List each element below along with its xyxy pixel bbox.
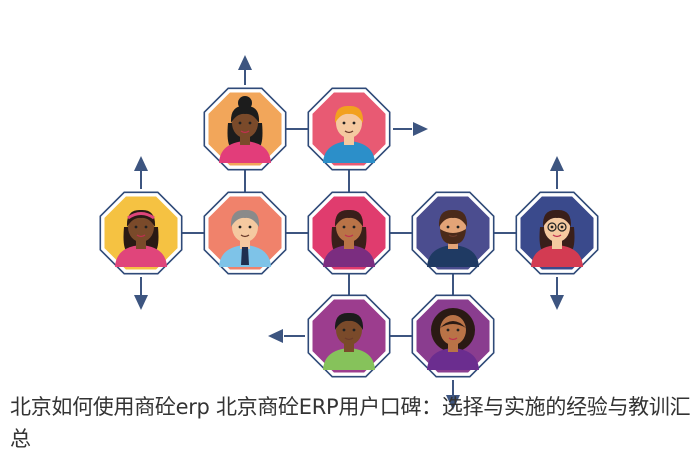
neck-shape bbox=[344, 135, 354, 145]
mouth-shape bbox=[240, 130, 250, 134]
face-shape bbox=[232, 108, 258, 138]
glasses-icon bbox=[557, 222, 567, 232]
shirt-shape bbox=[323, 348, 375, 370]
glasses-icon bbox=[547, 222, 557, 232]
face-shape bbox=[128, 212, 154, 242]
eye-shape bbox=[248, 121, 252, 125]
tie-icon bbox=[241, 247, 249, 265]
node-man-blond bbox=[307, 87, 391, 171]
node-woman-glasses bbox=[515, 191, 599, 275]
neck-shape bbox=[344, 239, 354, 249]
hair-top-shape bbox=[334, 105, 364, 123]
face-shape bbox=[336, 108, 362, 138]
hair-top-shape bbox=[438, 209, 468, 227]
neck-shape bbox=[448, 342, 458, 352]
eye-shape bbox=[446, 328, 450, 332]
arrow-up-icon bbox=[238, 55, 252, 70]
eye-shape bbox=[248, 225, 252, 229]
shirt-shape bbox=[323, 245, 375, 267]
mouth-shape bbox=[344, 234, 354, 238]
eye-shape bbox=[550, 225, 554, 229]
hair-top-shape bbox=[230, 105, 260, 123]
shirt-shape bbox=[219, 141, 271, 163]
node-woman-headband bbox=[99, 191, 183, 275]
arrow-heads bbox=[134, 55, 564, 410]
person-nodes bbox=[99, 87, 599, 378]
arrow-up-icon bbox=[134, 156, 148, 171]
shirt-shape bbox=[323, 141, 375, 163]
node-woman-braid bbox=[203, 87, 287, 171]
mouth-shape bbox=[344, 130, 354, 134]
node-woman-center bbox=[307, 191, 391, 275]
neck-shape bbox=[240, 135, 250, 145]
eye-shape bbox=[238, 121, 242, 125]
eye-shape bbox=[352, 121, 356, 125]
eye-shape bbox=[342, 121, 346, 125]
eye-shape bbox=[446, 225, 450, 229]
hair-top-shape bbox=[542, 209, 572, 227]
mouth-shape bbox=[240, 234, 250, 238]
eye-shape bbox=[144, 225, 148, 229]
node-man-beard bbox=[411, 191, 495, 275]
arrow-right-icon bbox=[413, 122, 428, 136]
node-man-green bbox=[307, 294, 391, 378]
face-shape bbox=[232, 212, 258, 242]
arrow-up-icon bbox=[550, 156, 564, 171]
mouth-shape bbox=[448, 234, 458, 238]
face-shape bbox=[440, 315, 466, 345]
face-shape bbox=[336, 212, 362, 242]
mouth-shape bbox=[552, 234, 562, 238]
eye-shape bbox=[134, 225, 138, 229]
arrow-down-icon bbox=[134, 295, 148, 310]
neck-shape bbox=[344, 342, 354, 352]
eye-shape bbox=[342, 328, 346, 332]
node-man-tie bbox=[203, 191, 287, 275]
neck-shape bbox=[552, 239, 562, 249]
arrow-left-icon bbox=[268, 329, 283, 343]
face-shape bbox=[336, 315, 362, 345]
mouth-shape bbox=[448, 337, 458, 341]
eye-shape bbox=[352, 328, 356, 332]
shirt-shape bbox=[115, 245, 167, 267]
neck-shape bbox=[136, 239, 146, 249]
page-caption: 北京如何使用商砼erp 北京商砼ERP用户口碑：选择与实施的经验与教训汇总 bbox=[10, 395, 691, 451]
eye-shape bbox=[352, 225, 356, 229]
hair-top-shape bbox=[334, 209, 364, 227]
arrow-down-icon bbox=[446, 395, 460, 410]
neck-shape bbox=[240, 239, 250, 249]
mouth-shape bbox=[344, 337, 354, 341]
hair-top-shape bbox=[334, 312, 364, 330]
node-woman-curly bbox=[411, 294, 495, 378]
shirt-shape bbox=[427, 348, 479, 370]
hair-top-shape bbox=[230, 209, 260, 227]
hair-top-shape bbox=[440, 321, 466, 328]
shirt-shape bbox=[427, 245, 479, 267]
headband-shape bbox=[127, 212, 155, 220]
shirt-shape bbox=[531, 245, 583, 267]
arrow-down-icon bbox=[550, 295, 564, 310]
face-shape bbox=[544, 212, 570, 242]
eye-shape bbox=[342, 225, 346, 229]
eye-shape bbox=[456, 328, 460, 332]
eye-shape bbox=[238, 225, 242, 229]
eye-shape bbox=[560, 225, 564, 229]
eye-shape bbox=[456, 225, 460, 229]
mouth-shape bbox=[136, 234, 146, 238]
